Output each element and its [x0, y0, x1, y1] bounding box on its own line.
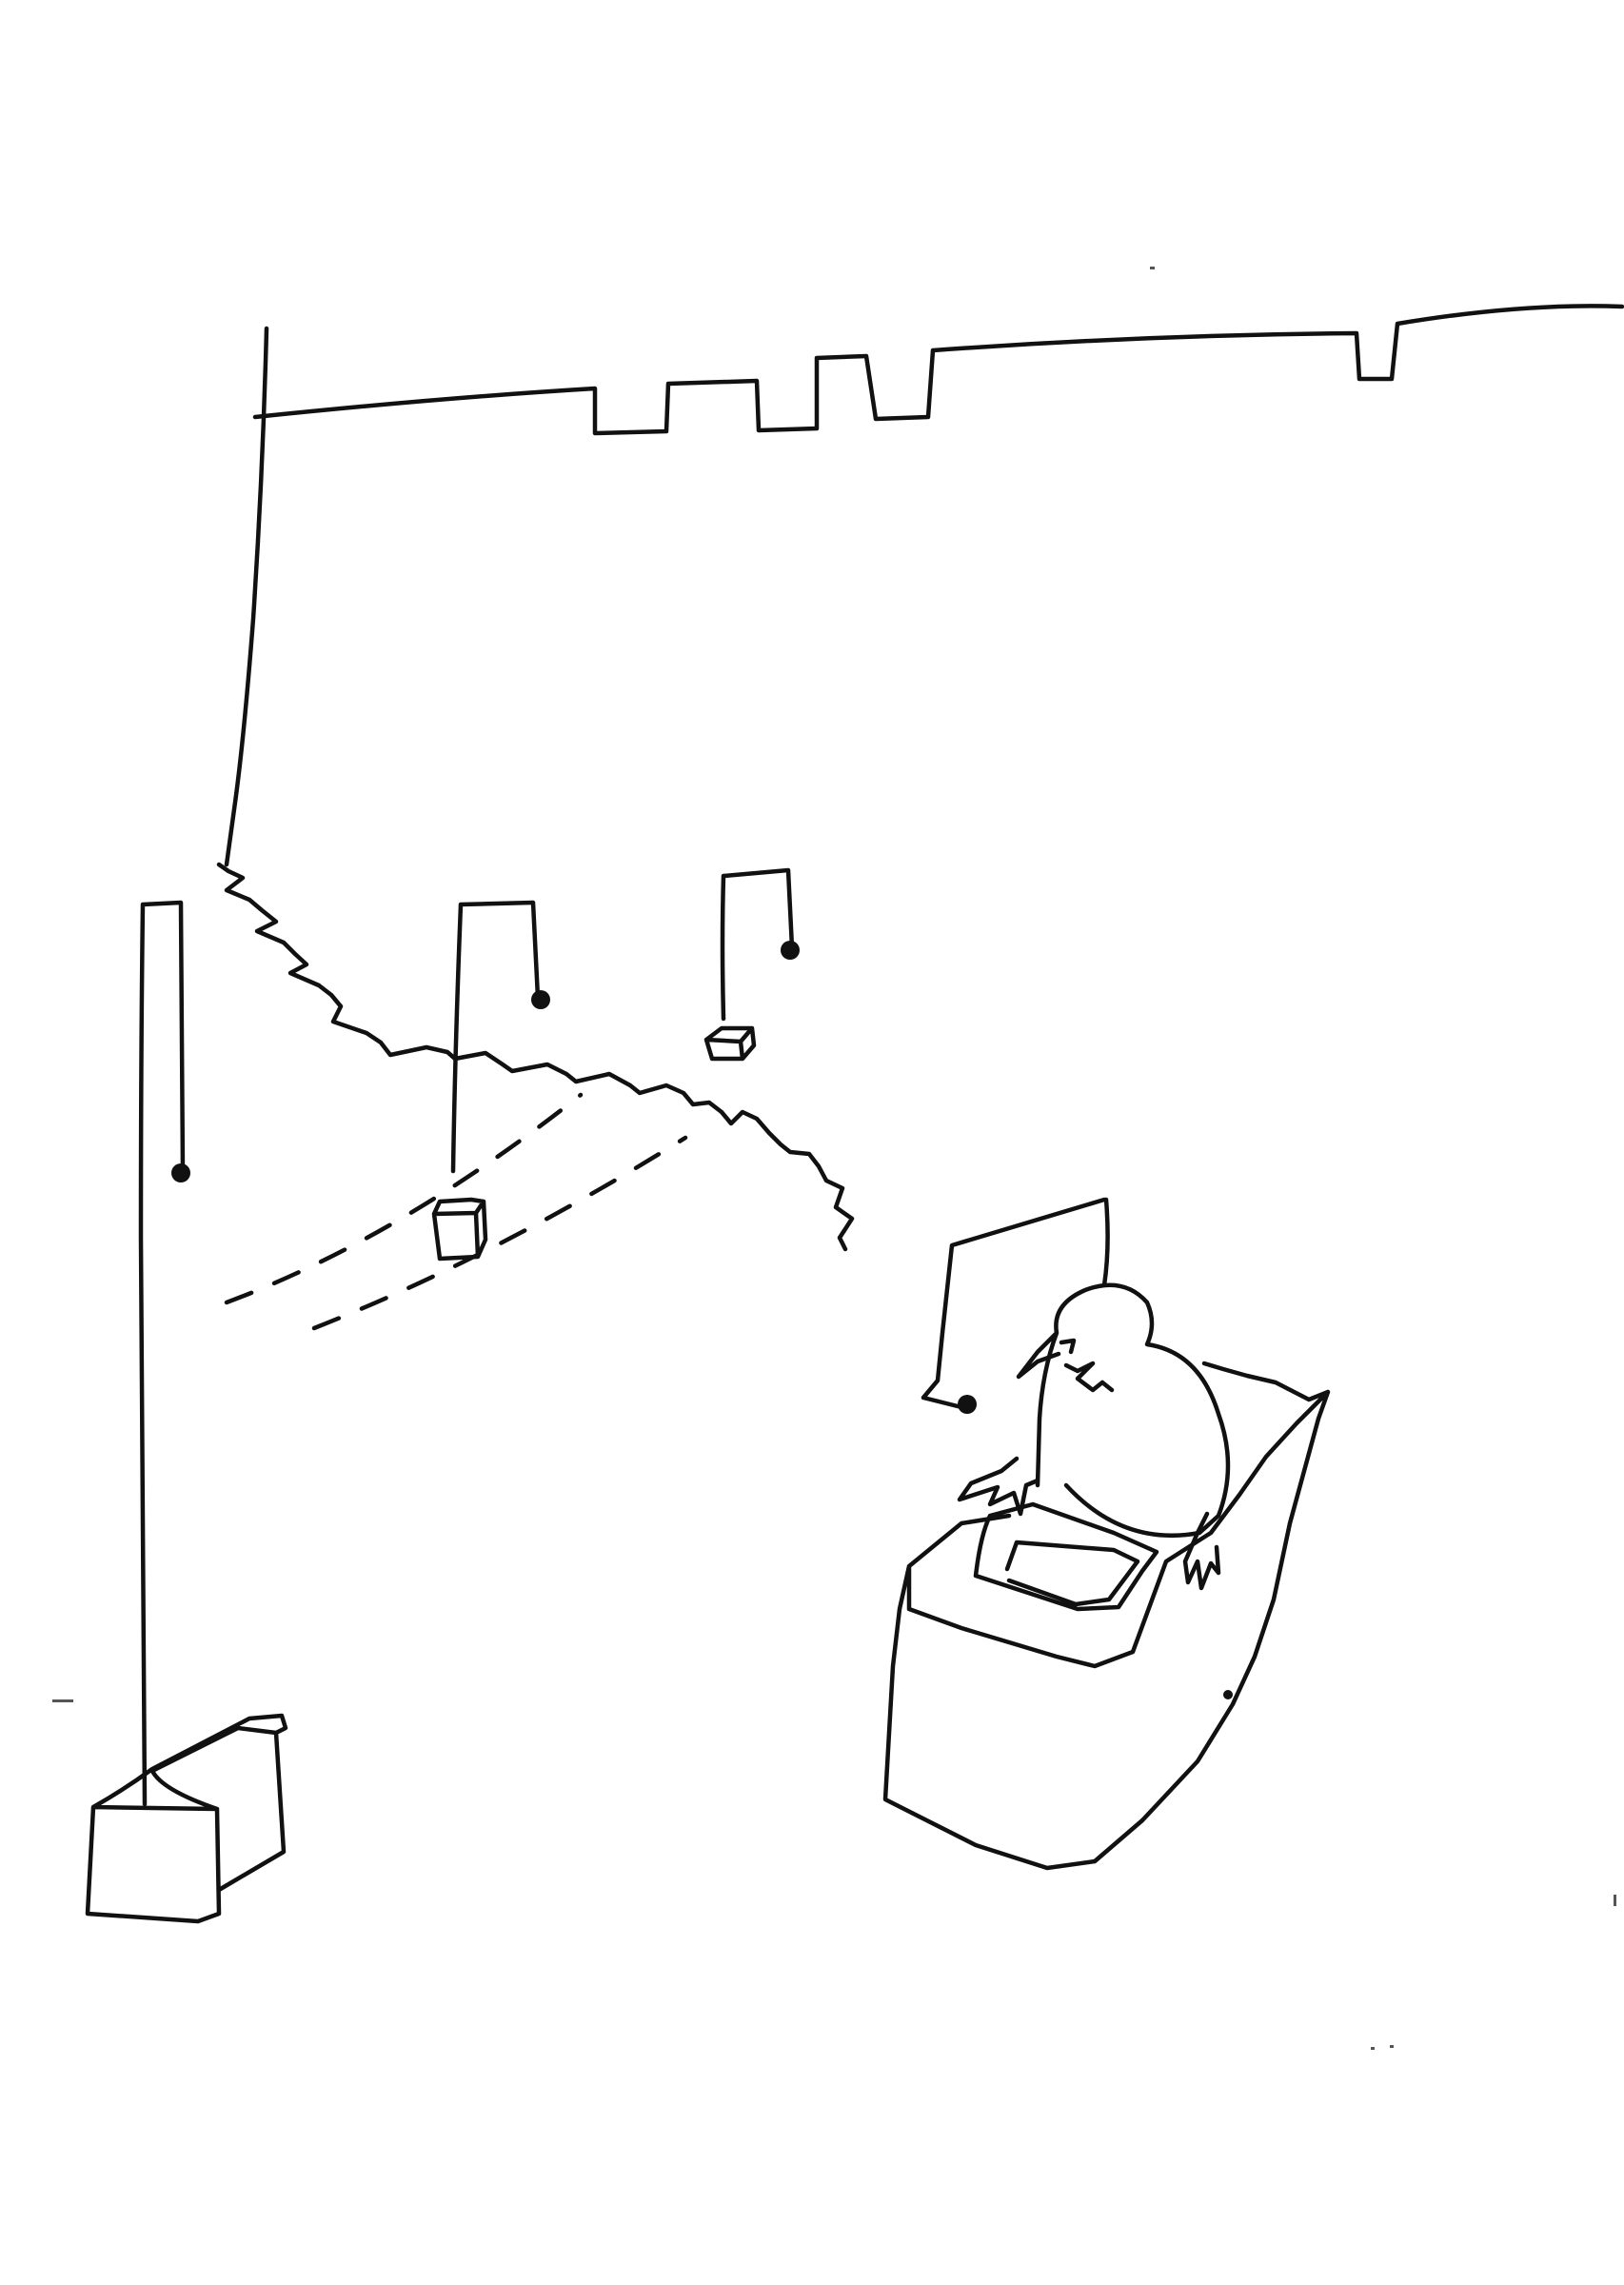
lamp-bulb [781, 941, 800, 960]
lamp-bulb [958, 1395, 977, 1414]
paper-speck [1150, 267, 1155, 269]
hanging-box [703, 1025, 757, 1062]
desk [882, 1361, 1331, 1871]
lamp-bulb [531, 990, 550, 1009]
hanging-lamp [921, 1197, 1110, 1410]
floor-dashes-lower [311, 1135, 688, 1331]
paper-speck [1390, 2045, 1394, 2048]
zigzag-staircase [216, 862, 855, 1252]
floor-dashes-upper [224, 1092, 584, 1305]
seated-figure [1016, 1282, 1231, 1538]
crenellated-wall [252, 304, 1624, 436]
paper-speck [52, 1699, 73, 1702]
hanging-lamp [138, 900, 186, 1807]
hanging-lamp [720, 867, 795, 1022]
desk-mark [1223, 1690, 1233, 1699]
lamp-bulb [171, 1163, 190, 1182]
figure-hands [957, 1456, 1221, 1591]
hanging-lamp [450, 900, 541, 1174]
paper-speck [1371, 2047, 1375, 2050]
floor-box [85, 1713, 288, 1924]
wall-edge [224, 326, 269, 867]
paper-speck [1614, 1895, 1616, 1906]
hanging-box [431, 1197, 488, 1262]
